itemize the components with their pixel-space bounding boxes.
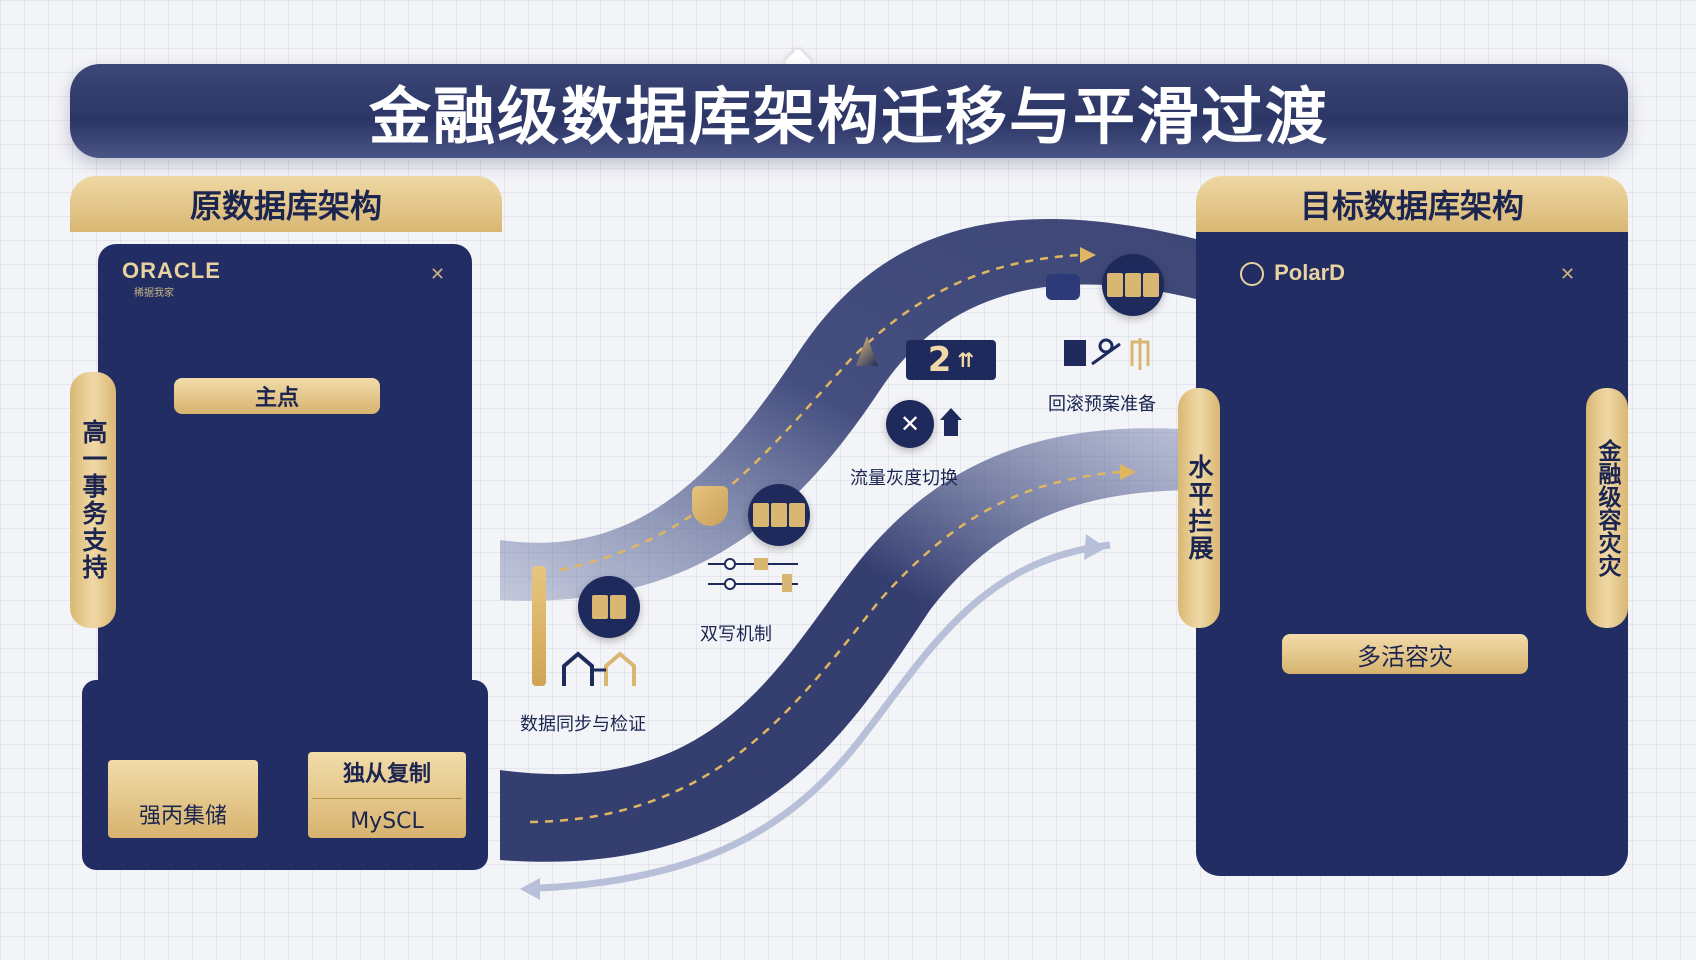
- expand-icon[interactable]: ✕: [430, 264, 446, 285]
- phase-badge: 2 ⇈: [906, 340, 996, 380]
- target-left-tab-text: 水平拦展: [1185, 454, 1214, 562]
- sync-cluster-icon: [578, 576, 640, 638]
- target-panel-header: 目标数据库架构: [1196, 176, 1628, 232]
- rollback-cluster-icon: [1102, 254, 1164, 316]
- camera-icon: [1046, 274, 1080, 300]
- flow-arrow-lower-outer: [539, 541, 1111, 892]
- house-icon: [940, 408, 962, 436]
- step-sync-label: 数据同步与检证: [520, 714, 646, 735]
- tools-icon: [1064, 338, 1150, 370]
- flow-arrow-lower: [529, 470, 1121, 824]
- polardb-logo-text: PolarD: [1274, 260, 1346, 285]
- target-left-tab: 水平拦展: [1178, 388, 1220, 628]
- rollback-tools-icon: [1062, 336, 1168, 376]
- target-right-tab-text: 金融级容灾灾: [1594, 439, 1620, 577]
- polardb-logo-mark: [1240, 262, 1264, 287]
- migration-band-upper: [500, 218, 1200, 601]
- target-right-tab: 金融级容灾灾: [1586, 388, 1628, 628]
- oracle-logo: ORACLE: [122, 258, 221, 283]
- double-up-arrow-icon: ⇈: [957, 348, 975, 372]
- flow-arrow-upper: [559, 253, 1081, 572]
- dual-write-icon: [748, 484, 810, 546]
- step-traffic-switch-label: 流量灰度切换: [850, 468, 958, 489]
- polardb-logo: PolarD: [1240, 260, 1346, 287]
- oracle-logo-subtext: 稀据我家: [134, 288, 174, 299]
- shield-icon: [692, 486, 728, 526]
- replica-label: 独从复制: [342, 762, 431, 787]
- replica-block: 独从复制 MySCL: [308, 752, 466, 838]
- building-arrows-icon: [562, 651, 636, 686]
- storage-block: 强丙集储: [108, 760, 258, 838]
- switch-lines-icon: [708, 558, 798, 592]
- flow-arrowhead-lower: [1120, 464, 1136, 480]
- source-side-tab: 高一事务支持: [70, 372, 116, 628]
- step-dual-write-label: 双写机制: [700, 624, 772, 645]
- phase-badge-number: 2: [927, 340, 952, 380]
- source-panel-header: 原数据库架构: [70, 176, 502, 232]
- target-inner: [1196, 232, 1628, 876]
- source-inner: [98, 244, 472, 744]
- primary-node-label: 主点: [174, 378, 380, 414]
- house-up-icon: [938, 404, 964, 440]
- dual-write-links-icon: [706, 554, 802, 598]
- page-title: 金融级数据库架构迁移与平滑过渡: [368, 80, 1329, 153]
- flow-arrowhead-return: [520, 878, 540, 900]
- migration-band-lower: [500, 428, 1200, 862]
- flow-arrowhead-upper: [1080, 247, 1096, 263]
- target-expand-icon[interactable]: ✕: [1560, 264, 1576, 285]
- storage-label: 强丙集储: [138, 804, 227, 829]
- flow-arrowhead-right: [1084, 534, 1106, 560]
- source-header-text: 原数据库架构: [189, 187, 382, 225]
- multi-active-label: 多活容灾: [1282, 634, 1528, 674]
- sync-up-arrow-icon: [532, 566, 546, 686]
- step-rollback-label: 回滚预案准备: [1048, 394, 1156, 415]
- traffic-switch-icon: ✕: [886, 400, 934, 448]
- title-banner: 金融级数据库架构迁移与平滑过渡: [70, 64, 1628, 158]
- sync-building-icon: [560, 646, 644, 690]
- source-side-tab-text: 高一事务支持: [79, 419, 108, 581]
- mysql-label: MySCL: [350, 809, 424, 834]
- target-header-text: 目标数据库架构: [1299, 187, 1524, 225]
